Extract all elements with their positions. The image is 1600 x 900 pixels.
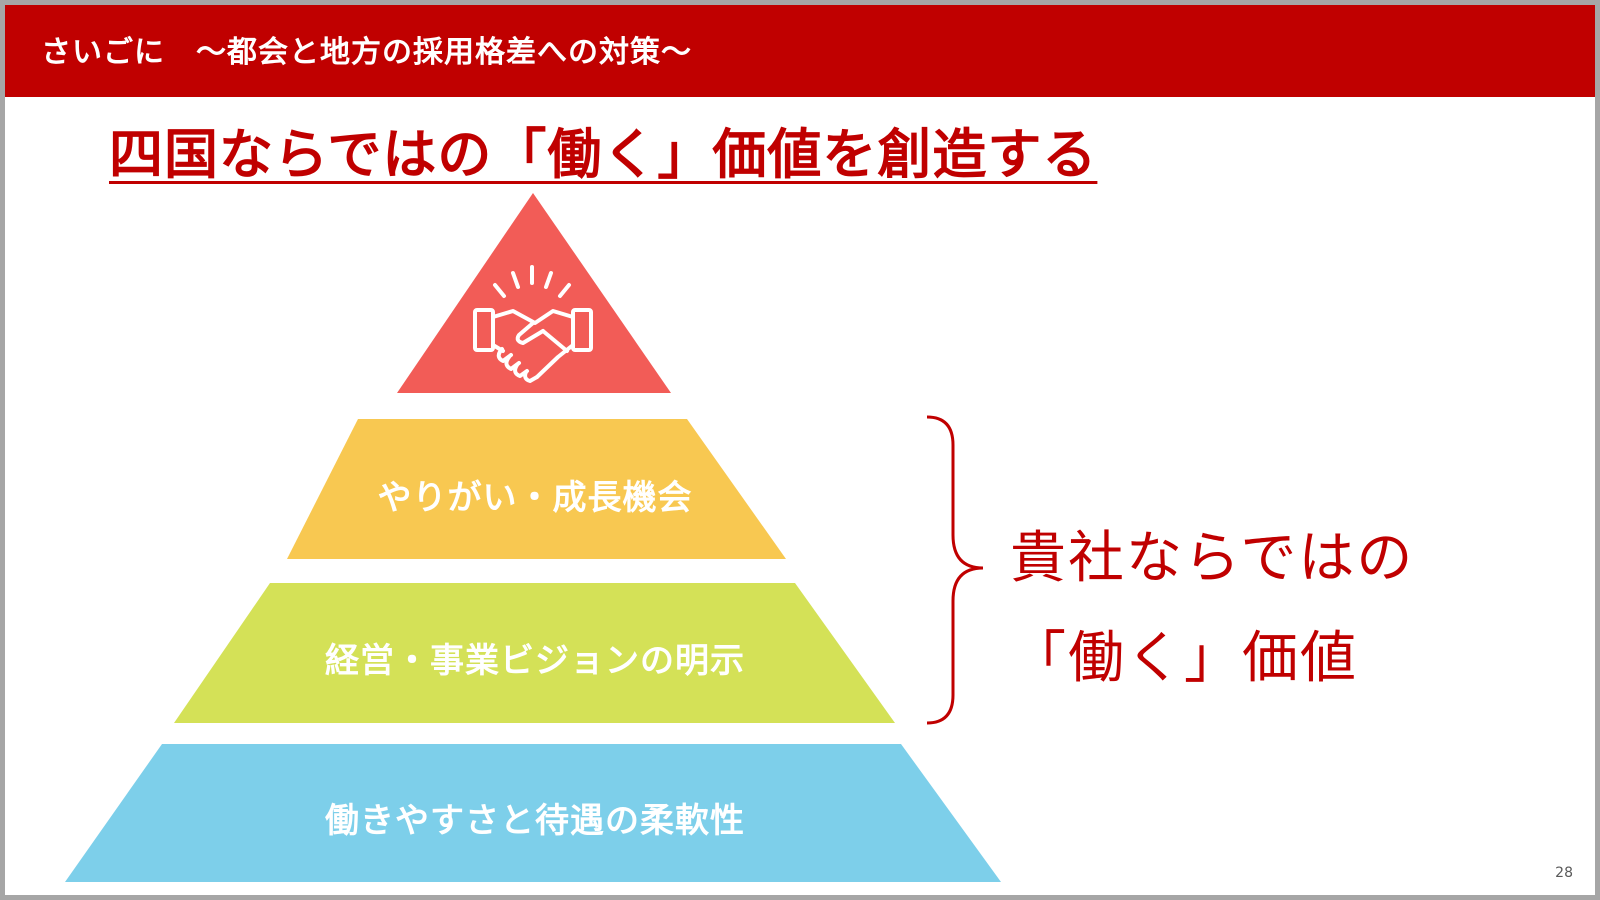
tier-label-vision: 経営・事業ビジョンの明示 [325,641,745,681]
pyramid-tier-flexibility [65,744,1001,882]
handshake-icon [473,265,593,383]
tier-label-growth: やりがい・成長機会 [377,478,693,518]
pyramid-tier-growth [287,419,786,559]
slide: さいごに ～都会と地方の採用格差への対策～ 四国ならではの「働く」価値を創造する [5,5,1595,895]
pyramid-tier-vision [174,583,895,723]
header-title: さいごに ～都会と地方の採用格差への対策～ [41,35,692,70]
side-note-line1: 貴社ならではの [1010,526,1415,591]
main-heading: 四国ならではの「働く」価値を創造する [109,123,1098,186]
curly-brace [926,415,984,725]
pyramid-diagram [65,193,1001,882]
header-bar: さいごに ～都会と地方の採用格差への対策～ [5,5,1595,97]
pyramid-top [397,193,671,393]
tier-label-flexibility: 働きやすさと待遇の柔軟性 [325,801,745,841]
side-note-line2: 「働く」価値 [1010,626,1358,691]
page-number: 28 [1555,865,1573,881]
